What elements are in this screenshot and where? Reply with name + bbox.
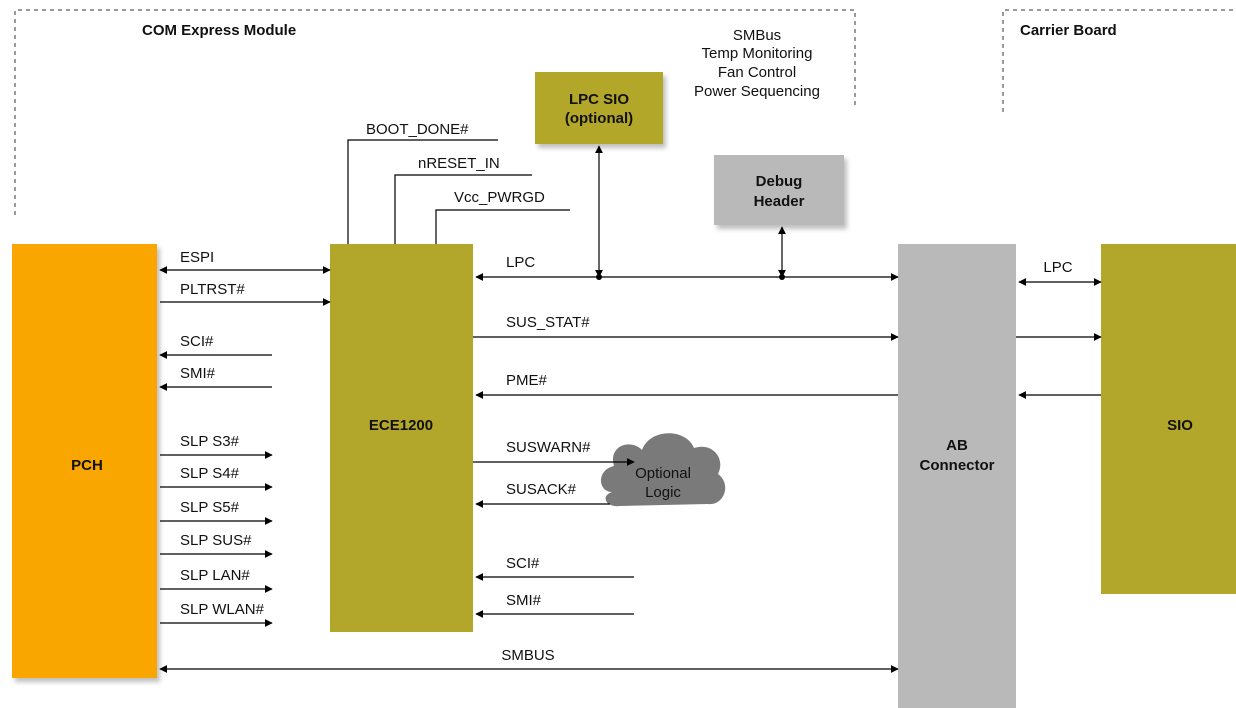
lpc-carrier-label: LPC: [1043, 259, 1072, 276]
nreset-label: nRESET_IN: [418, 155, 500, 172]
ece1200-label: ECE1200: [369, 417, 433, 434]
slp-s4-label: SLP S4#: [180, 465, 240, 482]
sci-right-label: SCI#: [506, 555, 540, 572]
pch-label: PCH: [71, 457, 103, 474]
sio-block: [1101, 244, 1236, 594]
sio-label: SIO: [1167, 417, 1193, 434]
slp-s5-label: SLP S5#: [180, 499, 240, 516]
optional-logic-label-1: Optional: [635, 465, 691, 482]
ab-connector-block: [898, 244, 1016, 708]
sus-stat-label: SUS_STAT#: [506, 314, 590, 331]
lpc-sio-block: [535, 72, 663, 144]
debug-header-label-2: Header: [754, 193, 805, 210]
smbus-note-line-4: Power Sequencing: [694, 83, 820, 100]
slp-s3-label: SLP S3#: [180, 433, 240, 450]
module-region-border: [14, 9, 856, 215]
smi-right-label: SMI#: [506, 592, 542, 609]
debug-header-label-1: Debug: [756, 173, 803, 190]
boot-done-line: [347, 139, 498, 244]
carrier-region-border: [1002, 9, 1236, 112]
slp-sus-label: SLP SUS#: [180, 532, 252, 549]
vcc-pwrgd-label: Vcc_PWRGD: [454, 189, 545, 206]
optional-logic-label-2: Logic: [645, 484, 681, 501]
lpc-sio-junction: [596, 274, 602, 280]
sci-left-label: SCI#: [180, 333, 214, 350]
carrier-region-label: Carrier Board: [1020, 22, 1117, 39]
smi-left-label: SMI#: [180, 365, 216, 382]
ab-connector-label-1: AB: [946, 437, 968, 454]
lpc-label: LPC: [506, 254, 535, 271]
module-region-label: COM Express Module: [142, 22, 296, 39]
espi-label: ESPI: [180, 249, 214, 266]
lpc-sio-label-1: LPC SIO: [569, 91, 629, 108]
suswarn-label: SUSWARN#: [506, 439, 591, 456]
lpc-sio-label-2: (optional): [565, 110, 633, 127]
boot-done-label: BOOT_DONE#: [366, 121, 469, 138]
pme-label: PME#: [506, 372, 548, 389]
smbus-note-line-1: SMBus: [733, 27, 781, 44]
debug-junction: [779, 274, 785, 280]
optional-logic-cloud: [601, 433, 726, 507]
slp-lan-label: SLP LAN#: [180, 567, 250, 584]
pltrst-label: PLTRST#: [180, 281, 245, 298]
vcc-pwrgd-line: [435, 209, 570, 244]
ab-connector-label-2: Connector: [920, 457, 995, 474]
pch-block: [12, 244, 157, 678]
slp-wlan-label: SLP WLAN#: [180, 601, 265, 618]
susack-label: SUSACK#: [506, 481, 577, 498]
debug-header-block: [714, 155, 844, 225]
nreset-line: [394, 174, 532, 244]
ece1200-block: [330, 244, 473, 632]
smbus-note-line-2: Temp Monitoring: [702, 45, 813, 62]
smbus-label: SMBUS: [501, 647, 554, 664]
smbus-note-line-3: Fan Control: [718, 64, 796, 81]
